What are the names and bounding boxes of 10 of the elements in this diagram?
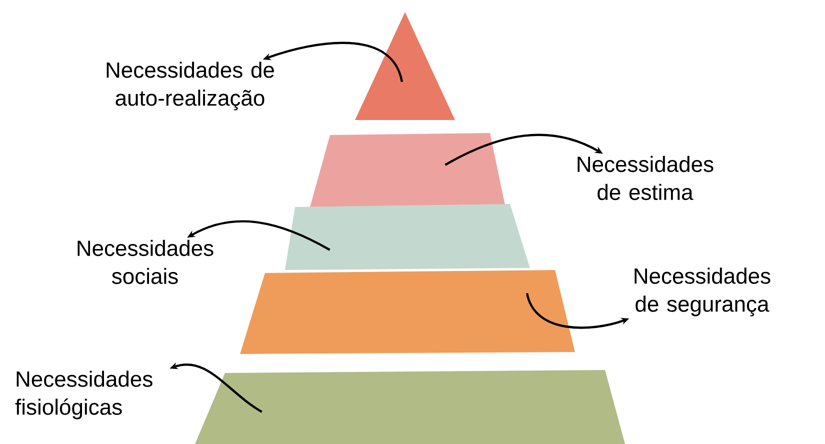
label-text: Necessidades de estima xyxy=(578,156,714,200)
pyramid-layer xyxy=(310,133,505,207)
pyramid-layer xyxy=(195,370,625,444)
label-text: Necessidades de auto-realização xyxy=(106,62,274,110)
pyramid-layer xyxy=(285,204,530,270)
label-text: Necessidades sociais xyxy=(78,240,214,284)
pyramid-top-triangle xyxy=(355,12,455,120)
label-text: Necessidades de segurança xyxy=(634,268,770,316)
label-text: Necessidades fisiológicas xyxy=(15,370,152,420)
pyramid-layer xyxy=(240,270,575,354)
